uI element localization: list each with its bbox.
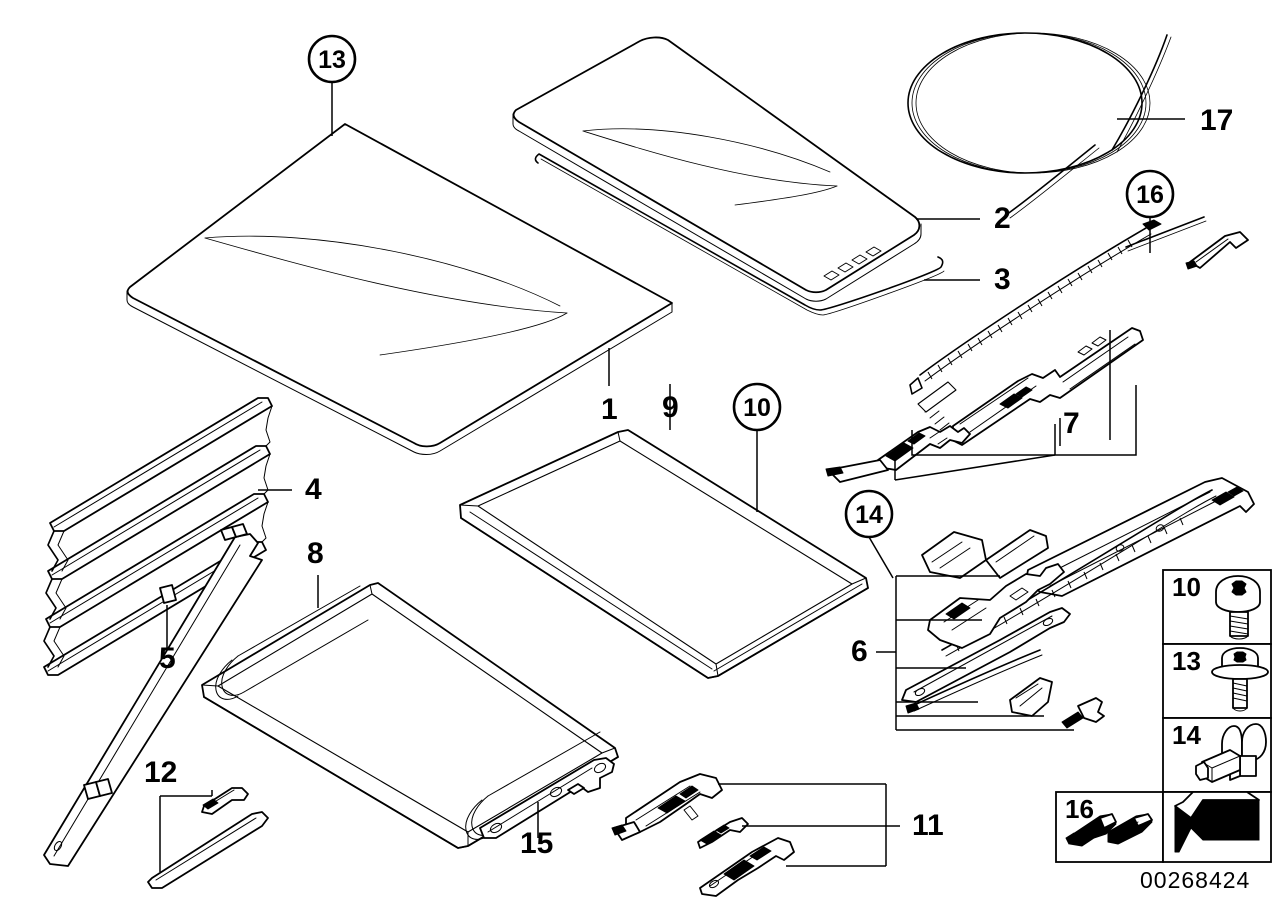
detail-box-13[interactable]: 13 — [1162, 643, 1272, 719]
part-rear-glass-lid-panel — [512, 36, 922, 302]
part-guide-rail-strip — [43, 523, 263, 867]
part-glass-roof-panel-large — [126, 123, 673, 455]
label-2: 2 — [994, 202, 1011, 235]
label-9: 9 — [662, 391, 679, 424]
part-roof-frame-cassette — [459, 429, 869, 679]
label-11: 11 — [912, 809, 944, 842]
part-drive-mechanism-assembly-right — [825, 219, 1249, 483]
callout-16[interactable]: 16 — [1125, 169, 1175, 219]
label-1: 1 — [601, 393, 618, 426]
part-panel-seal-gasket — [534, 153, 945, 316]
detail-boxes-group: 10 13 14 — [1055, 569, 1272, 863]
detail-box-16-label: 16 — [1065, 794, 1094, 824]
callout-10[interactable]: 10 — [732, 382, 782, 432]
bent-plate-arrow-icon — [1174, 791, 1260, 853]
part-front-guide-slider-set — [611, 773, 795, 897]
detail-box-arrow[interactable] — [1162, 791, 1272, 863]
callout-13[interactable]: 13 — [307, 34, 357, 84]
torx-pan-head-screw-icon — [1215, 575, 1261, 640]
detail-box-16[interactable]: 16 — [1055, 791, 1164, 863]
callout-14[interactable]: 14 — [844, 489, 894, 539]
callout-10-label: 10 — [743, 394, 771, 422]
callout-16-label: 16 — [1136, 181, 1164, 209]
part-folding-wind-deflector-blind — [43, 397, 273, 676]
plastic-clip-icon — [1195, 723, 1267, 783]
leader-lines — [159, 82, 1185, 872]
detail-box-14-label: 14 — [1172, 720, 1201, 750]
callout-14-label: 14 — [855, 501, 883, 529]
part-mounting-bracket-rail — [479, 757, 615, 839]
sheet-metal-clip-icon — [1065, 813, 1153, 847]
part-sheet-metal-clip-pointer — [1125, 216, 1207, 252]
detail-box-10[interactable]: 10 — [1162, 569, 1272, 645]
label-4: 4 — [305, 473, 322, 506]
part-drive-mechanism-assembly-left — [901, 477, 1255, 729]
callout-13-label: 13 — [318, 46, 346, 74]
part-roller-sunblind-frame — [201, 582, 619, 849]
detail-box-14[interactable]: 14 — [1162, 717, 1272, 793]
detail-box-13-label: 13 — [1172, 646, 1201, 676]
torx-flange-screw-icon — [1211, 647, 1269, 712]
callouts-group: 13 16 10 14 — [307, 34, 1175, 539]
label-15: 15 — [520, 827, 553, 860]
label-6: 6 — [851, 635, 868, 668]
label-3: 3 — [994, 263, 1011, 296]
label-7: 7 — [1063, 407, 1080, 440]
part-number-text: 00268424 — [1140, 867, 1250, 893]
detail-box-10-label: 10 — [1172, 572, 1201, 602]
part-water-drain-hose-seal-loop — [907, 32, 1172, 219]
label-8: 8 — [307, 537, 324, 570]
number-labels-group: 17 2 3 1 9 7 4 8 5 6 12 15 11 — [144, 104, 1233, 860]
label-17: 17 — [1200, 104, 1233, 137]
label-12: 12 — [144, 756, 177, 789]
label-5: 5 — [159, 642, 176, 675]
part-cover-strip-and-clip — [147, 787, 269, 889]
